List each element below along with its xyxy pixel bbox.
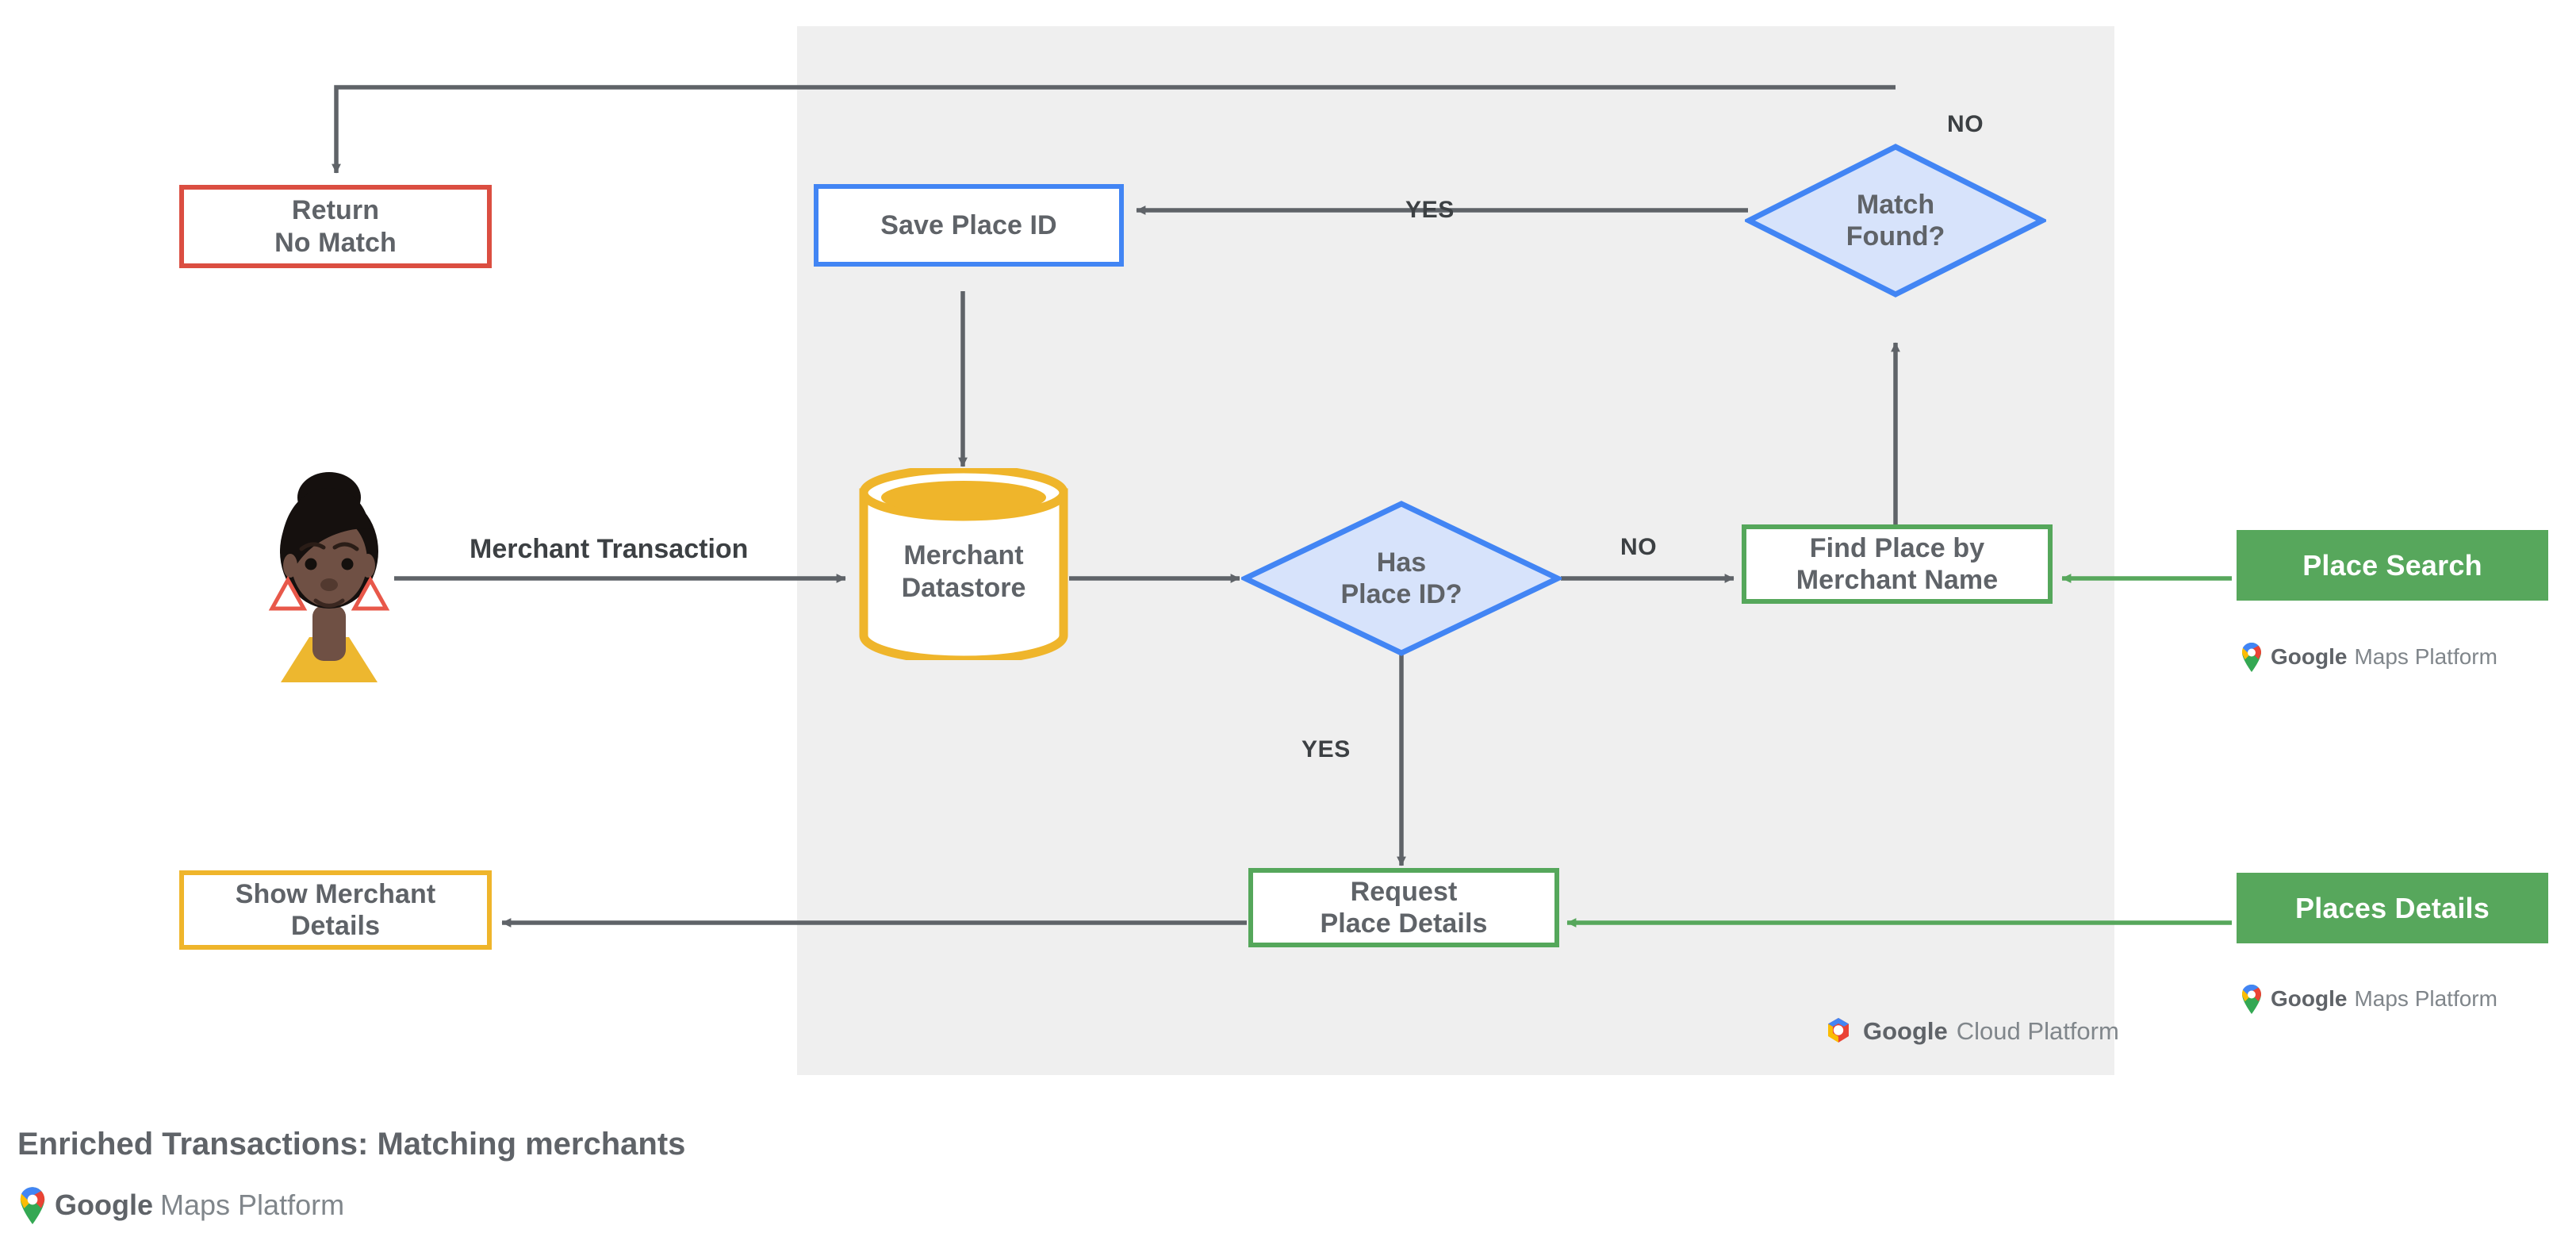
node-request-place-details-text: Request Place Details: [1320, 876, 1488, 939]
maps-pin-icon: [20, 1187, 45, 1224]
maps-pin-icon: [2242, 643, 2261, 672]
avatar-earring-right: [351, 575, 390, 611]
logo-product-text: Maps Platform: [2354, 986, 2497, 1011]
datastore-top-fill: [881, 481, 1046, 514]
avatar-nose: [320, 578, 338, 591]
edge-label-match-found-no: NO: [1947, 111, 1984, 137]
node-merchant-datastore[interactable]: [858, 468, 1069, 660]
node-match-found[interactable]: Match Found?: [1745, 143, 2046, 298]
avatar: [268, 472, 390, 682]
node-save-place-id-text: Save Place ID: [880, 209, 1057, 240]
avatar-ear-left: [283, 554, 297, 578]
logo-google-text: Google: [2271, 644, 2348, 669]
node-find-place-text: Find Place by Merchant Name: [1796, 532, 1999, 595]
api-node-place-search[interactable]: Place Search: [2237, 530, 2548, 601]
edge-label-has-place-id-no: NO: [1620, 534, 1658, 560]
has-place-id-diamond-shape: [1241, 501, 1562, 656]
diagram-caption: Enriched Transactions: Matching merchant…: [17, 1127, 686, 1162]
logo-product-text: Cloud Platform: [1956, 1017, 2119, 1045]
google-cloud-platform-logo: Google Cloud Platform: [1823, 1016, 2119, 1047]
node-show-merchant-details-text: Show Merchant Details: [235, 878, 436, 941]
edge-label-merchant-transaction: Merchant Transaction: [470, 534, 749, 564]
logo-google-text: Google: [2271, 986, 2348, 1011]
avatar-earring-left: [268, 575, 308, 611]
avatar-neck: [312, 605, 346, 661]
logo-product-text: Maps Platform: [160, 1189, 345, 1221]
logo-google-text: Google: [55, 1189, 153, 1221]
avatar-eye-right: [341, 558, 354, 570]
node-show-merchant-details[interactable]: Show Merchant Details: [179, 870, 492, 950]
edge-label-has-place-id-yes: YES: [1301, 736, 1351, 762]
logo-google-text: Google: [1863, 1017, 1948, 1045]
avatar-mouth: [313, 598, 345, 608]
node-merchant-datastore-label: Merchant Datastore: [901, 540, 1026, 603]
node-return-no-match-text: Return No Match: [274, 195, 397, 258]
edge-label-match-found-yes: YES: [1405, 197, 1455, 223]
google-maps-platform-logo-places-details: Google Maps Platform: [2240, 984, 2497, 1014]
google-maps-platform-logo-place-search: Google Maps Platform: [2240, 642, 2497, 672]
node-return-no-match[interactable]: Return No Match: [179, 185, 492, 268]
avatar-brow-right: [332, 542, 359, 551]
node-save-place-id[interactable]: Save Place ID: [814, 184, 1124, 267]
logo-product-text: Maps Platform: [2354, 644, 2497, 669]
cloud-hexagon-icon: [1828, 1018, 1849, 1043]
maps-pin-icon: [2242, 985, 2261, 1014]
match-found-diamond-shape: [1745, 144, 2046, 298]
avatar-brow-left: [299, 542, 326, 551]
datastore-body: [859, 488, 1068, 660]
avatar-eye-left: [305, 558, 317, 570]
api-node-places-details[interactable]: Places Details: [2237, 873, 2548, 943]
google-maps-platform-logo-footer: Google Maps Platform: [17, 1186, 344, 1224]
node-request-place-details[interactable]: Request Place Details: [1248, 868, 1559, 947]
node-has-place-id[interactable]: Has Place ID?: [1241, 500, 1562, 657]
node-find-place-by-merchant-name[interactable]: Find Place by Merchant Name: [1742, 524, 2053, 604]
api-node-places-details-label: Places Details: [2295, 891, 2490, 924]
api-node-place-search-label: Place Search: [2302, 548, 2482, 582]
avatar-ear-right: [361, 554, 375, 578]
